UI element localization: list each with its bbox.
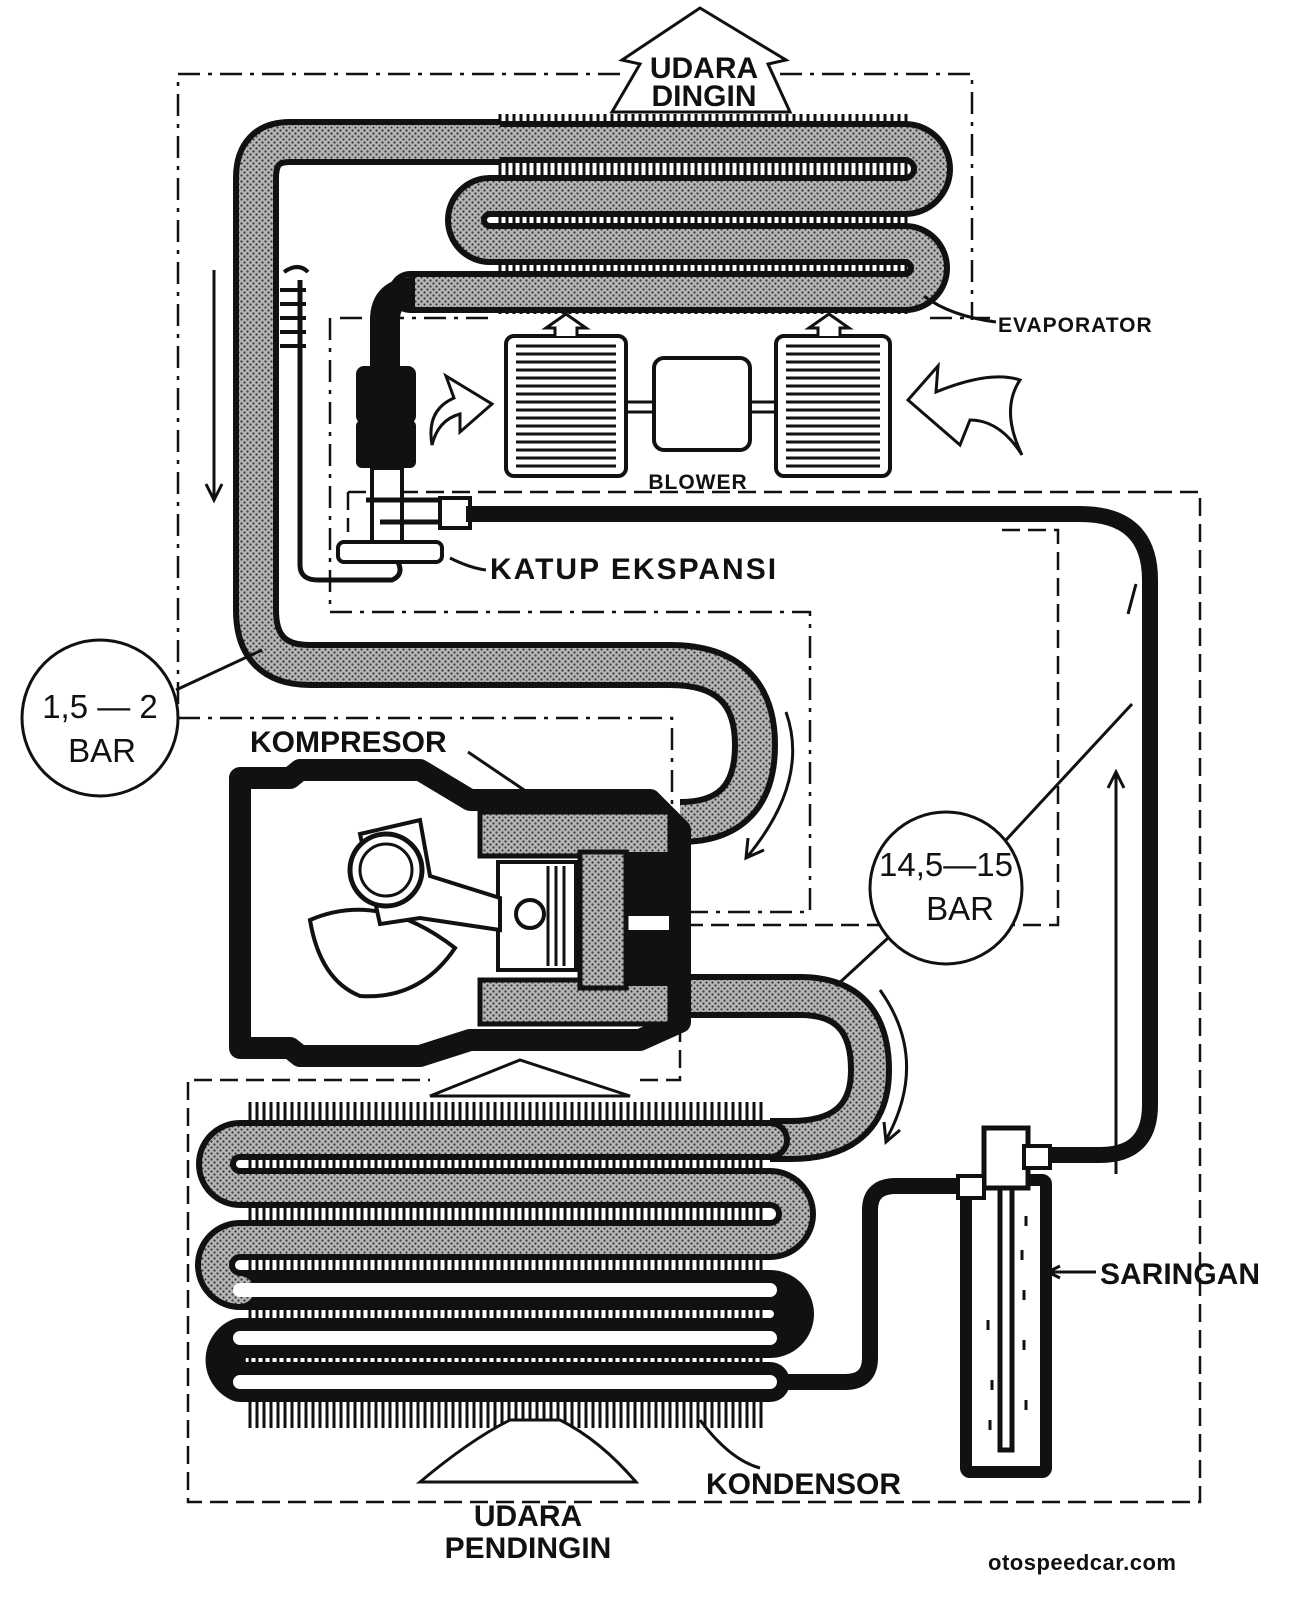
sensing-bulb-icon bbox=[280, 265, 310, 348]
expansion-to-evaporator-pipe bbox=[370, 277, 416, 380]
boundary-lines bbox=[176, 72, 1202, 1504]
low-pressure-unit: BAR bbox=[68, 732, 136, 769]
cooling-air-arrow-top-icon bbox=[429, 1058, 631, 1098]
air-intake-arrow-left-icon bbox=[429, 372, 495, 446]
cooling-air-label-line1: UDARA bbox=[474, 1500, 582, 1533]
flow-arrow-small-icon bbox=[1126, 583, 1138, 615]
evaporator bbox=[389, 114, 953, 314]
compressor bbox=[229, 759, 691, 1067]
suction-line bbox=[233, 119, 778, 845]
liquid-line bbox=[466, 506, 1158, 1163]
high-pressure-gauge: 14,5—15 BAR bbox=[834, 702, 1134, 988]
air-intake-arrow-right-icon bbox=[905, 361, 1024, 456]
capillary-tube bbox=[297, 280, 403, 583]
expansion-valve bbox=[280, 265, 472, 583]
flow-arrow-curve-icon bbox=[744, 711, 795, 861]
expansion-valve-label: KATUP EKSPANSI bbox=[490, 553, 778, 586]
flow-arrow-up-icon bbox=[1106, 768, 1126, 1174]
low-pressure-gauge: 1,5 — 2 BAR bbox=[20, 638, 263, 798]
discharge-line bbox=[680, 974, 893, 1162]
filter-receiver-drier bbox=[956, 1125, 1052, 1478]
blower-up-arrow-left-icon bbox=[541, 312, 591, 336]
condenser-label: KONDENSOR bbox=[706, 1468, 901, 1501]
cold-air-arrow-icon bbox=[609, 6, 793, 114]
flow-arrow-down-icon bbox=[204, 270, 224, 504]
cooling-air-label-line2: PENDINGIN bbox=[445, 1532, 612, 1565]
filter-label: SARINGAN bbox=[1100, 1258, 1260, 1291]
cooling-air-arrow-bottom-icon bbox=[415, 1418, 640, 1484]
blower-up-arrow-right-icon bbox=[804, 312, 854, 336]
compressor-counterweight bbox=[307, 907, 458, 999]
compressor-boundary-outline bbox=[178, 716, 674, 808]
credit-watermark: otospeedcar.com bbox=[988, 1550, 1176, 1575]
blower-label: BLOWER bbox=[648, 471, 747, 494]
condenser bbox=[195, 1058, 816, 1428]
low-pressure-value: 1,5 — 2 bbox=[42, 688, 158, 725]
evaporator-label: EVAPORATOR bbox=[998, 314, 1153, 337]
compressor-label: KOMPRESOR bbox=[250, 726, 447, 759]
piston-pin bbox=[514, 898, 546, 930]
cold-air-label-line2: DINGIN bbox=[652, 80, 757, 113]
high-pressure-unit: BAR bbox=[926, 890, 994, 927]
blower bbox=[429, 312, 1024, 478]
evaporator-housing-outline bbox=[176, 72, 974, 710]
blower-motor bbox=[652, 356, 752, 452]
flow-arrow-curve-lower-icon bbox=[878, 989, 909, 1146]
high-pressure-value: 14,5—15 bbox=[879, 846, 1013, 883]
leader-lines bbox=[449, 294, 1096, 1470]
blower-wheel-left bbox=[504, 334, 628, 478]
compressor-side-dashed bbox=[685, 528, 1060, 927]
flow-arrows bbox=[204, 270, 1138, 1174]
evaporator-coil-fill bbox=[395, 127, 947, 307]
blower-wheel-right bbox=[774, 334, 892, 478]
condenser-outlet-line bbox=[770, 1178, 972, 1390]
cold-air-label-line1: UDARA bbox=[650, 52, 758, 85]
